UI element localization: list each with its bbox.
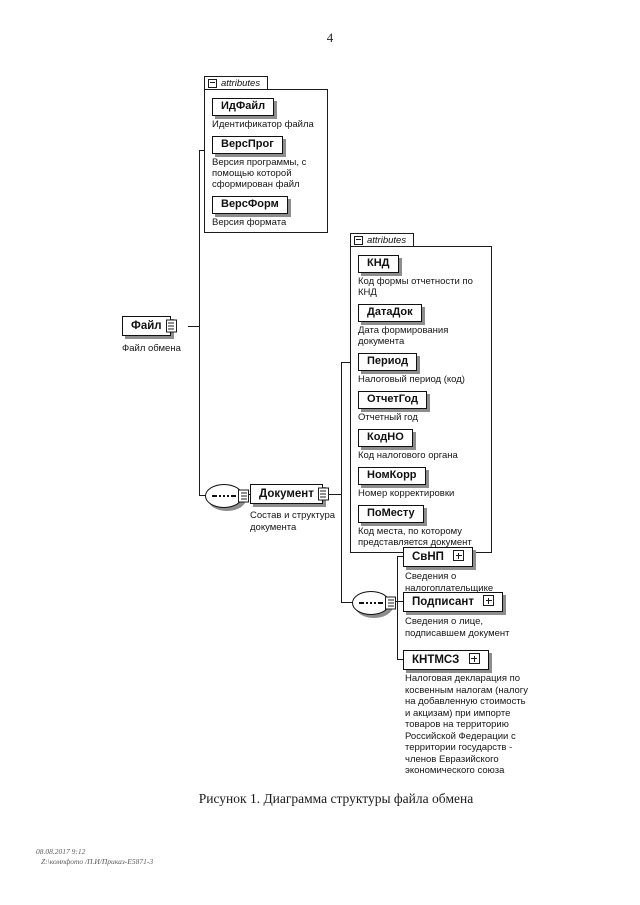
attributes-label: attributes [221,77,261,89]
element-kntmsz[interactable]: КНТМСЗ [403,650,489,670]
attribute-entry: ПоМесту Код места, по которому представл… [358,503,481,548]
collapse-minus-icon[interactable] [208,78,217,88]
attribute-description: Версия программы, с помощью которой сфор… [212,157,307,190]
element-caption: Состав и структура документа [250,510,336,533]
attribute-description: Дата формирования документа [358,325,449,347]
attribute-description: Версия формата [212,217,287,228]
attribute-name[interactable]: НомКорр [358,467,426,485]
element-caption: Файл обмена [122,343,181,354]
attribute-name[interactable]: ОтчетГод [358,391,427,409]
sequence-compositor-icon[interactable] [205,484,249,508]
connector-line [199,150,200,496]
element-name: КНТМСЗ [412,654,460,666]
element-name: Документ [259,488,314,500]
expand-handle-icon[interactable] [385,596,396,610]
expand-plus-icon[interactable] [483,595,495,606]
expand-handle-icon[interactable] [165,319,177,333]
attribute-entry: ВерсФорм Версия формата [212,194,317,228]
connector-line [188,326,200,327]
attribute-name[interactable]: КодНО [358,429,413,447]
footer-filepath: Z:\компфото /П.И/Приказ-Е5871-3 [41,857,154,866]
sequence-compositor-icon[interactable] [352,591,396,615]
attribute-name[interactable]: Период [358,353,418,371]
element-podpisant[interactable]: Подписант [403,592,504,612]
element-name: Файл [131,320,162,332]
element-name: Подписант [412,596,474,608]
element-name: СвНП [412,551,444,563]
attribute-entry: ДатаДок Дата формирования документа [358,302,481,347]
attribute-name[interactable]: ВерсПрог [212,136,283,154]
connector-line [199,495,206,496]
connector-line [397,556,398,660]
attribute-description: Налоговый период (код) [358,374,465,385]
attribute-description: Идентификатор файла [212,119,314,130]
element-caption: Сведения о лице, подписавшем документ [405,616,510,639]
attribute-name[interactable]: ВерсФорм [212,196,288,214]
page-number: 4 [326,30,334,45]
attribute-entry: НомКорр Номер корректировки [358,465,481,499]
attribute-name[interactable]: КНД [358,255,399,273]
attribute-description: Отчетный год [358,412,418,423]
file-attributes-box: ИдФайл Идентификатор файла ВерсПрог Верс… [204,89,328,233]
attribute-entry: ВерсПрог Версия программы, с помощью кот… [212,134,317,190]
expand-plus-icon[interactable] [453,550,465,561]
expand-handle-icon[interactable] [238,489,249,503]
element-svnp[interactable]: СвНП [403,547,474,567]
expand-plus-icon[interactable] [468,653,480,664]
collapse-minus-icon[interactable] [354,235,363,245]
connector-line [341,362,351,363]
connector-line [341,602,353,603]
element-caption: Сведения о налогоплательщике [405,571,494,594]
connector-line [199,150,205,151]
element-document[interactable]: Документ [250,484,329,504]
attributes-label: attributes [367,234,407,246]
attribute-description: Код места, по которому представляется до… [358,526,472,548]
expand-handle-icon[interactable] [317,487,329,501]
attribute-description: Код налогового органа [358,450,458,461]
attribute-name[interactable]: ДатаДок [358,304,422,322]
connector-line [397,659,404,660]
attribute-entry: ИдФайл Идентификатор файла [212,96,317,130]
document-attributes-box: КНД Код формы отчетности по КНД ДатаДок … [350,246,492,553]
attribute-entry: Период Налоговый период (код) [358,351,481,385]
connector-line [341,362,342,603]
attribute-entry: КНД Код формы отчетности по КНД [358,253,481,298]
footer-timestamp: 08.08.2017 9:12 [36,847,86,856]
element-caption: Налоговая декларация по косвенным налога… [405,673,529,776]
attribute-entry: КодНО Код налогового органа [358,427,481,461]
attribute-name[interactable]: ИдФайл [212,98,275,116]
figure-caption: Рисунок 1. Диаграмма структуры файла обм… [198,791,474,806]
attribute-name[interactable]: ПоМесту [358,505,424,523]
element-file[interactable]: Файл [122,316,177,336]
file-attributes-tab: attributes [204,76,269,90]
attribute-description: Код формы отчетности по КНД [358,276,473,298]
attribute-description: Номер корректировки [358,488,455,499]
connector-line [397,556,404,557]
document-attributes-tab: attributes [350,233,415,247]
attribute-entry: ОтчетГод Отчетный год [358,389,481,423]
